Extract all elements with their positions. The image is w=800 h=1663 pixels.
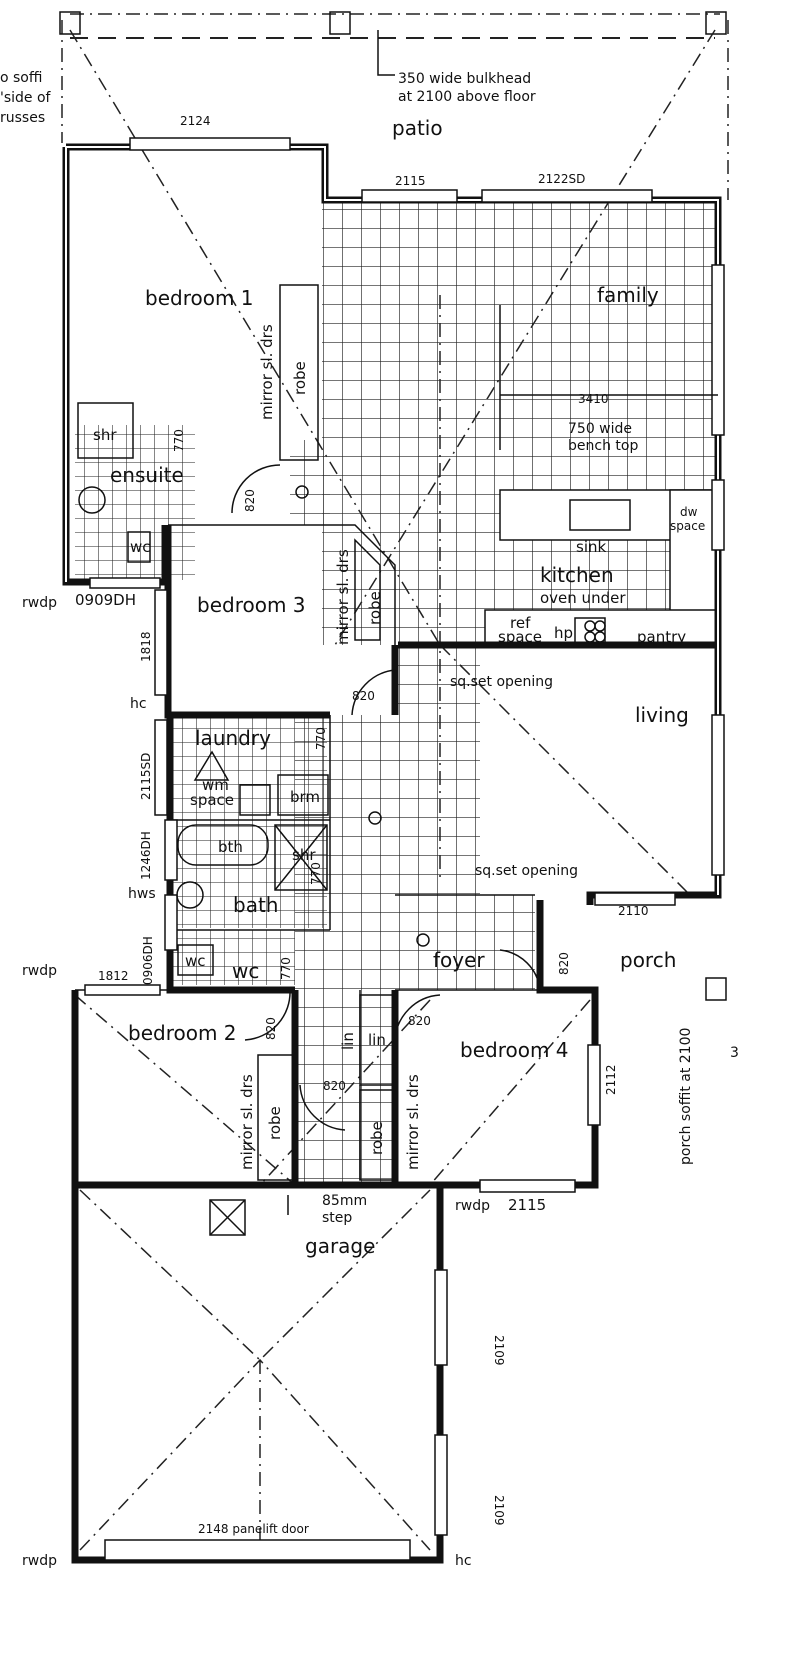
label-robe: robe	[366, 591, 384, 625]
patio-outline	[59, 11, 729, 1001]
dim-label: 2115	[395, 174, 426, 188]
label-dw: dw	[680, 505, 698, 519]
note: porch soffit at 2100	[678, 1028, 694, 1165]
note: 'side of	[0, 90, 52, 106]
label-ref-space: space	[498, 628, 542, 646]
label-patio: patio	[392, 116, 443, 140]
dim-label: 2110	[618, 904, 649, 918]
label-wc-fixture: wc	[185, 952, 206, 970]
note: russes	[0, 110, 45, 126]
label-sink: sink	[576, 538, 606, 556]
label-bth: bth	[218, 838, 243, 856]
dim-label: 2109	[492, 1335, 506, 1366]
label-bedroom-4: bedroom 4	[460, 1038, 569, 1062]
note-hc: hc	[130, 696, 147, 712]
dim-label: 2122SD	[538, 172, 585, 186]
label-wm-space: space	[190, 791, 234, 809]
fixtures	[77, 30, 718, 1236]
dim-label: 0909DH	[75, 591, 136, 609]
label-bedroom-2: bedroom 2	[128, 1021, 237, 1045]
notes: 350 wide bulkhead at 2100 above floor o …	[0, 70, 739, 1569]
label-mirror-sl-drs: mirror sl. drs	[334, 549, 352, 645]
dim-label: 2109	[492, 1495, 506, 1526]
label-garage: garage	[305, 1234, 375, 1258]
label-bedroom-1: bedroom 1	[145, 286, 254, 310]
label-ensuite: ensuite	[110, 463, 184, 487]
label-bedroom-3: bedroom 3	[197, 593, 306, 617]
dim-label: 820	[408, 1014, 431, 1028]
note-rwdp: rwdp	[22, 963, 57, 979]
note: 3	[730, 1045, 739, 1061]
label-robe: robe	[266, 1106, 284, 1140]
note-hws: hws	[128, 886, 156, 902]
windows	[84, 137, 725, 1561]
label-oven-under: oven under	[540, 589, 626, 607]
label-brm: brm	[290, 788, 320, 806]
note: 750 wide	[568, 421, 632, 437]
label-robe: robe	[291, 361, 309, 395]
label-robe: robe	[368, 1121, 386, 1155]
label-wm: wm	[202, 776, 229, 794]
roof-lines	[69, 29, 716, 1551]
label-mirror-sl-drs: mirror sl. drs	[404, 1074, 422, 1170]
label-mirror-sl-drs: mirror sl. drs	[238, 1074, 256, 1170]
label-dw-space: space	[670, 519, 705, 533]
note: bench top	[568, 438, 638, 454]
note: at 2100 above floor	[398, 89, 536, 105]
note-rwdp: rwdp	[22, 595, 57, 611]
dim-label: 770	[314, 727, 328, 750]
label-wc-fixture: wc	[130, 538, 151, 556]
dim-label: 770	[279, 957, 293, 980]
note: sq.set opening	[475, 863, 578, 879]
note: step	[322, 1210, 352, 1226]
note: 350 wide bulkhead	[398, 71, 531, 87]
note: o soffi	[0, 70, 42, 86]
label-pantry: pantry	[637, 628, 686, 646]
label-living: living	[635, 703, 689, 727]
note-hc: hc	[455, 1553, 472, 1569]
dim-label: 2115SD	[139, 753, 153, 800]
label-shr: shr	[93, 426, 117, 444]
dim-label: 820	[264, 1017, 278, 1040]
note: sq.set opening	[450, 674, 553, 690]
dim-label: 1246DH	[139, 831, 153, 880]
note-rwdp: rwdp	[22, 1553, 57, 1569]
label-lin: lin	[368, 1031, 386, 1049]
label-slider: lin	[339, 1032, 357, 1050]
label-family: family	[597, 283, 659, 307]
note: 85mm	[322, 1193, 367, 1209]
dim-label: 2115	[508, 1196, 546, 1214]
dim-label: 3410	[578, 392, 609, 406]
label-ref: ref	[510, 614, 531, 632]
label-kitchen: kitchen	[540, 563, 614, 587]
room-labels: patio family bedroom 1 ensuite bedroom 3…	[110, 116, 689, 1258]
dim-label: 770	[309, 862, 323, 885]
label-shr: shr	[292, 846, 316, 864]
label-hp: hp	[554, 624, 573, 642]
dim-label: 1812	[98, 969, 129, 983]
dim-label: 820	[557, 952, 571, 975]
label-wc: wc	[232, 959, 259, 983]
dim-label: 820	[323, 1079, 346, 1093]
dim-label: 820	[243, 489, 257, 512]
dim-label: 770	[172, 429, 186, 452]
fixture-labels: robe mirror sl. drs robe mirror sl. drs …	[93, 324, 705, 1170]
label-mirror-sl-drs: mirror sl. drs	[258, 324, 276, 420]
dimension-labels: 2124 2115 2122SD 3410 820 820 820 820 82…	[75, 114, 649, 1536]
label-foyer: foyer	[433, 948, 485, 972]
dim-label: 2112	[604, 1064, 618, 1095]
label-bath: bath	[233, 893, 278, 917]
dim-label: 2124	[180, 114, 211, 128]
dim-label: 0906DH	[141, 936, 155, 985]
note-rwdp: rwdp	[455, 1198, 490, 1214]
dim-label: 820	[352, 689, 375, 703]
label-laundry: laundry	[195, 726, 271, 750]
dim-label: 2148 panelift door	[198, 1522, 309, 1536]
label-porch: porch	[620, 948, 676, 972]
dim-label: 1818	[139, 631, 153, 662]
